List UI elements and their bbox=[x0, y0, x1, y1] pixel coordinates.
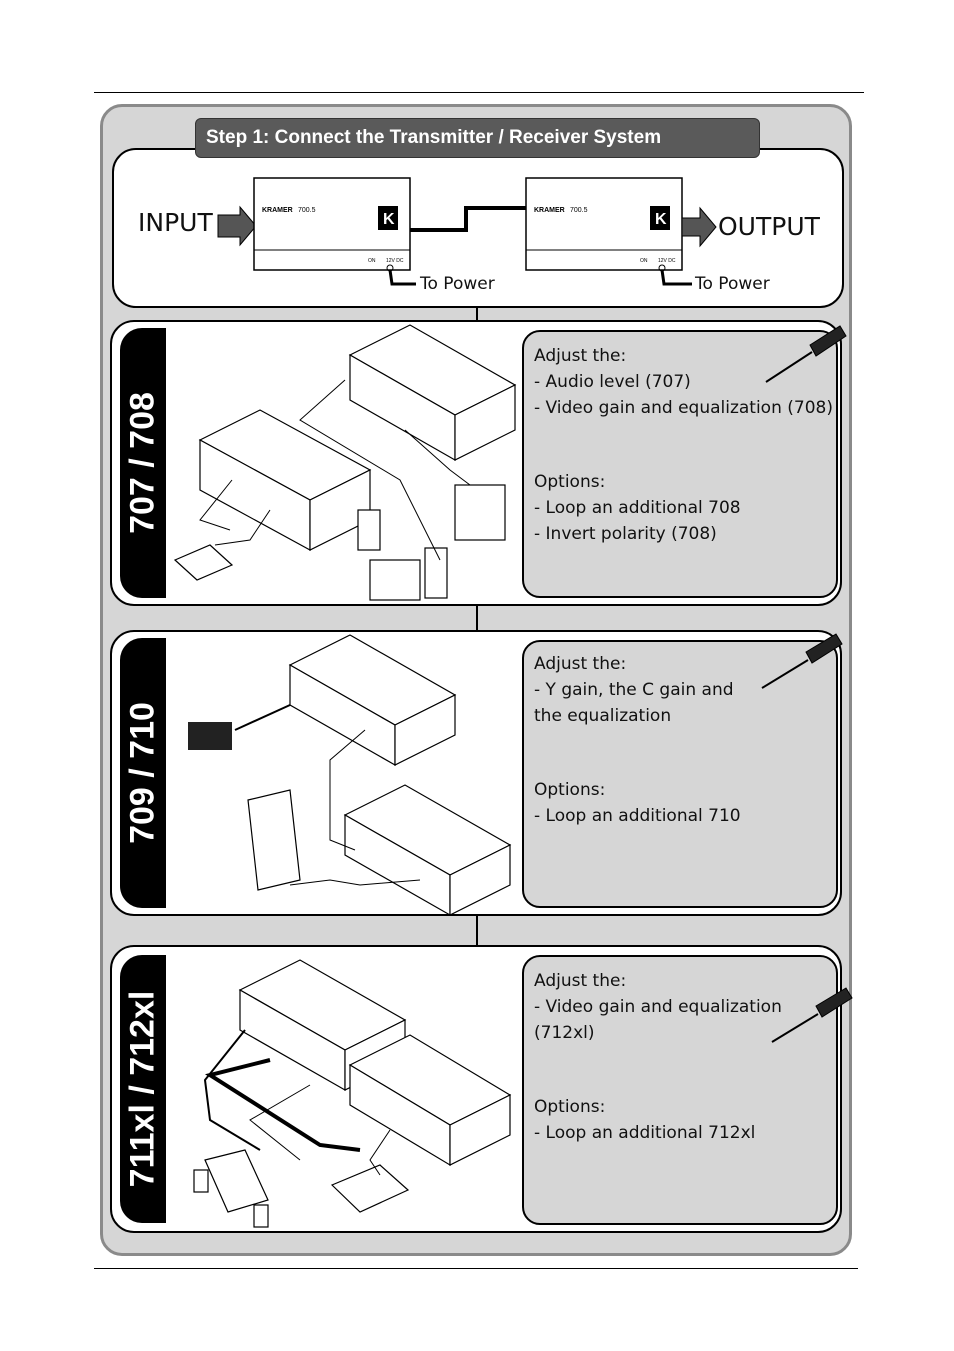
section-tab-label: 711xl / 712xl bbox=[123, 990, 162, 1188]
section-709-notes: Adjust the: - Y gain, the C gain and the… bbox=[522, 640, 838, 908]
options-heading: Options: bbox=[534, 472, 606, 492]
input-label: INPUT bbox=[138, 208, 213, 237]
step1-title: Step 1: Connect the Transmitter / Receiv… bbox=[195, 118, 760, 158]
output-label: OUTPUT bbox=[718, 212, 820, 241]
panel-connector bbox=[476, 604, 478, 632]
adjust-item: (712xl) bbox=[534, 1023, 595, 1043]
adjust-item: - Y gain, the C gain and bbox=[534, 680, 734, 700]
section-tab: 707 / 708 bbox=[120, 328, 166, 598]
to-power-label: To Power bbox=[420, 274, 495, 294]
section-tab-label: 709 / 710 bbox=[123, 702, 162, 844]
section-tab: 709 / 710 bbox=[120, 638, 166, 908]
adjust-item: - Video gain and equalization bbox=[534, 997, 782, 1017]
options-item: - Loop an additional 710 bbox=[534, 806, 741, 826]
adjust-item: the equalization bbox=[534, 706, 672, 726]
adjust-heading: Adjust the: bbox=[534, 654, 627, 674]
options-item: - Loop an additional 708 bbox=[534, 498, 741, 518]
adjust-item: - Video gain and equalization (708) bbox=[534, 398, 833, 418]
section-tab-label: 707 / 708 bbox=[123, 392, 162, 534]
section-707-notes: Adjust the: - Audio level (707) - Video … bbox=[522, 330, 838, 598]
to-power-label: To Power bbox=[695, 274, 770, 294]
panel-connector bbox=[476, 306, 478, 322]
adjust-heading: Adjust the: bbox=[534, 346, 627, 366]
section-tab: 711xl / 712xl bbox=[120, 955, 166, 1223]
options-item: - Loop an additional 712xl bbox=[534, 1123, 756, 1143]
options-heading: Options: bbox=[534, 780, 606, 800]
options-heading: Options: bbox=[534, 1097, 606, 1117]
adjust-item: - Audio level (707) bbox=[534, 372, 691, 392]
panel-connector bbox=[476, 914, 478, 946]
section-711-notes: Adjust the: - Video gain and equalizatio… bbox=[522, 955, 838, 1225]
top-rule bbox=[94, 92, 864, 93]
bottom-rule bbox=[94, 1268, 858, 1269]
adjust-heading: Adjust the: bbox=[534, 971, 627, 991]
options-item: - Invert polarity (708) bbox=[534, 524, 717, 544]
